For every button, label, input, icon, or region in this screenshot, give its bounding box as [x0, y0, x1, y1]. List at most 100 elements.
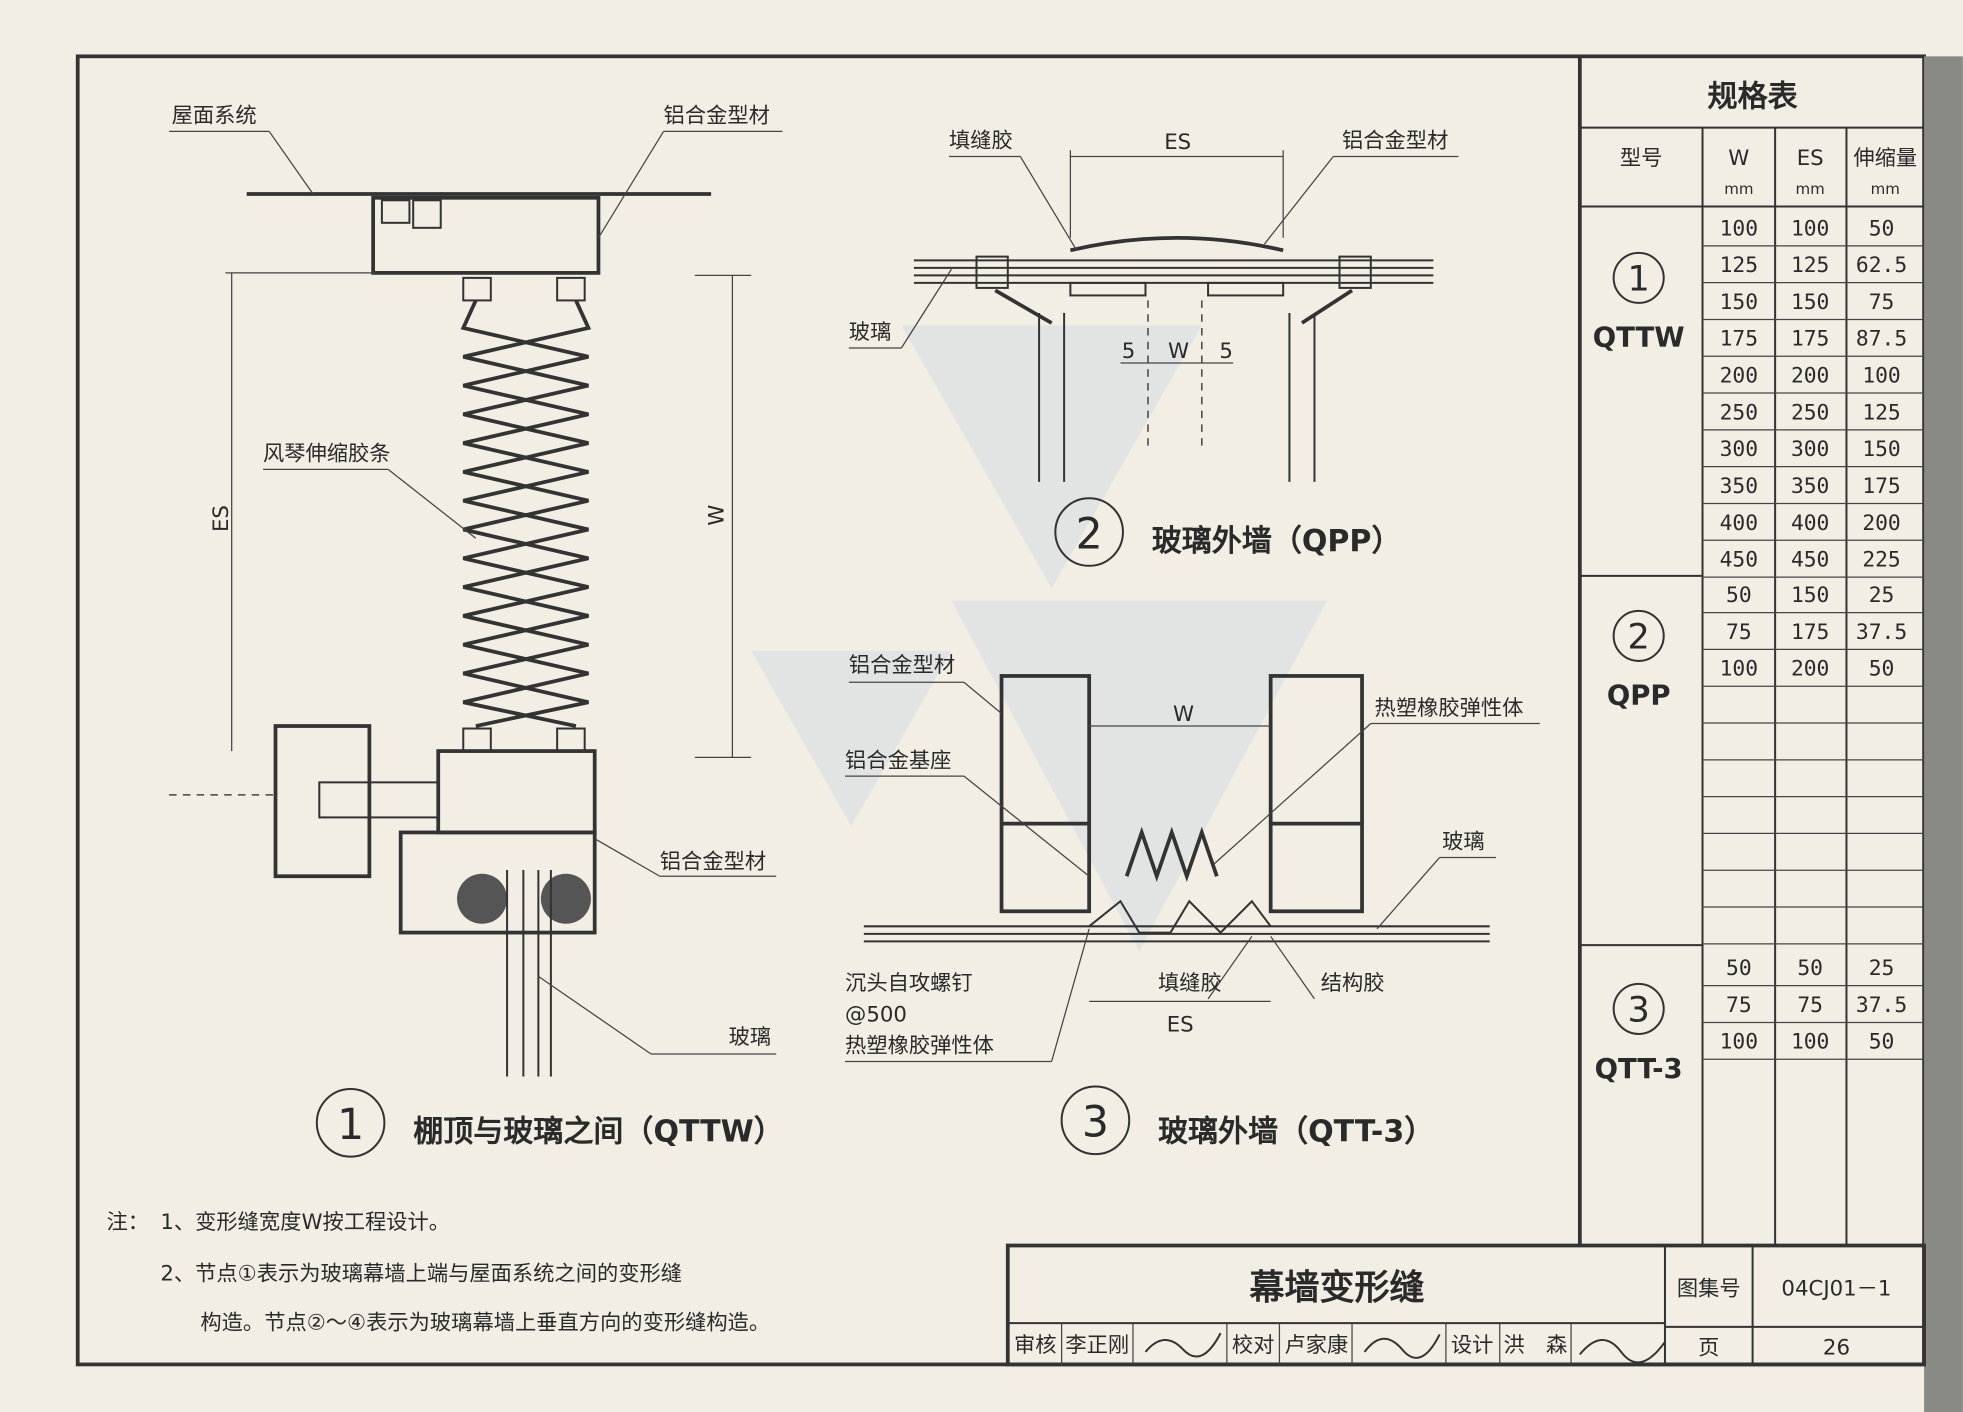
designer-name: 洪 森	[1503, 1333, 1567, 1358]
table-cell: 50	[1726, 956, 1752, 981]
table-cell: 50	[1726, 583, 1752, 608]
notes-prefix: 注：	[107, 1210, 150, 1235]
label-glass: 玻璃	[849, 320, 892, 345]
header-type: 型号	[1620, 146, 1663, 171]
table-cell: 150	[1720, 290, 1758, 315]
check-label: 校对	[1232, 1333, 1275, 1358]
table-cell: 200	[1862, 511, 1900, 536]
dim-gap-left: 5	[1122, 339, 1136, 364]
spec-table-title: 规格表	[1708, 79, 1799, 114]
label-sealant: 填缝胶	[949, 129, 1013, 154]
label-glass: 玻璃	[729, 1025, 772, 1050]
label-bellows-strip: 风琴伸缩胶条	[263, 442, 391, 467]
group-number: 2	[1628, 616, 1650, 657]
table-cell: 87.5	[1856, 327, 1907, 352]
group-code: QPP	[1607, 680, 1671, 712]
detail-1-number: 1	[337, 1100, 364, 1150]
table-cell: 150	[1791, 583, 1829, 608]
checker-signature	[1363, 1333, 1441, 1359]
label-glass: 玻璃	[1442, 830, 1485, 855]
table-cell: 37.5	[1856, 993, 1907, 1018]
dim-w: W	[1168, 339, 1189, 364]
note-2: 2、节点①表示为玻璃幕墙上端与屋面系统之间的变形缝	[160, 1262, 682, 1287]
table-cell: 37.5	[1856, 620, 1907, 645]
label-alu-profile: 铝合金型材	[1342, 129, 1448, 154]
drawing-title: 幕墙变形缝	[1248, 1267, 1424, 1308]
group-marker	[1612, 982, 1665, 1035]
table-cell: 350	[1720, 474, 1758, 499]
detail-1-drawing	[169, 130, 783, 1077]
detail-1-title: 棚顶与玻璃之间（QTTW）	[413, 1115, 784, 1150]
detail-2-drawing	[848, 150, 1459, 482]
binding-edge	[1924, 56, 1963, 1412]
header-w-unit: mm	[1724, 180, 1753, 198]
title-block	[1005, 1243, 1926, 1367]
table-cell: 25	[1869, 956, 1895, 981]
table-cell: 100	[1720, 216, 1758, 241]
table-cell: 50	[1869, 657, 1895, 682]
watermark-logo	[751, 325, 1327, 952]
group-number: 3	[1628, 989, 1650, 1030]
table-cell: 50	[1869, 1030, 1895, 1055]
table-cell: 400	[1720, 511, 1758, 536]
reviewer-signature	[1144, 1332, 1222, 1358]
table-cell: 350	[1791, 474, 1829, 499]
dim-w: W	[1173, 702, 1194, 727]
label-sealant: 填缝胶	[1158, 971, 1222, 996]
table-cell: 25	[1869, 583, 1895, 608]
label-roof-system: 屋面系统	[172, 104, 257, 129]
table-cell: 125	[1862, 400, 1900, 425]
detail-3-title: 玻璃外墙（QTT-3）	[1158, 1115, 1434, 1150]
header-expansion-unit: mm	[1871, 180, 1900, 198]
table-cell: 50	[1869, 216, 1895, 241]
dim-w: W	[705, 505, 730, 526]
label-structural-glue: 结构胶	[1321, 971, 1385, 996]
table-cell: 225	[1862, 548, 1900, 573]
table-cell: 62.5	[1856, 253, 1907, 278]
table-cell: 75	[1726, 993, 1752, 1018]
header-w: W	[1728, 146, 1749, 171]
label-alu-profile-bottom: 铝合金型材	[660, 850, 766, 875]
table-cell: 100	[1791, 216, 1829, 241]
table-cell: 200	[1791, 364, 1829, 389]
label-alu-profile-top: 铝合金型材	[664, 104, 770, 129]
label-alu-base: 铝合金基座	[845, 748, 951, 773]
table-cell: 125	[1791, 253, 1829, 278]
label-alu-profile: 铝合金型材	[849, 653, 955, 678]
group-code: QTTW	[1593, 322, 1685, 354]
table-cell: 400	[1791, 511, 1829, 536]
header-expansion: 伸缩量	[1853, 146, 1917, 171]
table-cell: 75	[1869, 290, 1895, 315]
review-label: 审核	[1014, 1333, 1057, 1358]
table-cell: 150	[1791, 290, 1829, 315]
detail-2-marker	[1054, 497, 1124, 567]
table-cell: 450	[1720, 548, 1758, 573]
table-cell: 100	[1862, 364, 1900, 389]
atlas-number: 04CJ01－1	[1781, 1277, 1891, 1302]
table-cell: 175	[1791, 327, 1829, 352]
table-cell: 300	[1720, 437, 1758, 462]
table-cell: 125	[1720, 253, 1758, 278]
note-1: 1、变形缝宽度W按工程设计。	[160, 1210, 450, 1235]
table-cell: 175	[1862, 474, 1900, 499]
table-cell: 200	[1720, 364, 1758, 389]
table-cell: 300	[1791, 437, 1829, 462]
group-number: 1	[1628, 258, 1650, 299]
page-label: 页	[1698, 1335, 1719, 1360]
table-cell: 250	[1720, 400, 1758, 425]
table-cell: 200	[1791, 657, 1829, 682]
table-cell: 250	[1791, 400, 1829, 425]
table-cell: 100	[1720, 1030, 1758, 1055]
detail-1-marker	[315, 1088, 386, 1158]
table-cell: 175	[1791, 620, 1829, 645]
table-cell: 75	[1797, 993, 1823, 1018]
table-cell: 100	[1791, 1030, 1829, 1055]
dim-es: ES	[1164, 130, 1191, 155]
note-2-cont: 构造。节点②～④表示为玻璃幕墙上垂直方向的变形缝构造。	[200, 1310, 770, 1335]
label-elastomer-top: 热塑橡胶弹性体	[1375, 696, 1524, 721]
checker-name: 卢家康	[1284, 1333, 1348, 1358]
label-screw: 沉头自攻螺钉	[845, 971, 973, 996]
